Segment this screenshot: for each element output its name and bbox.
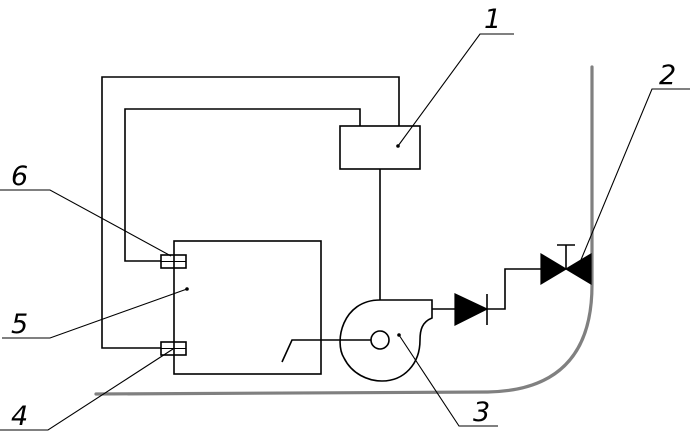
leader-line-2 — [577, 88, 690, 268]
outer-connection-line — [101, 76, 400, 349]
check-valve-triangle — [454, 293, 489, 326]
callout-label-2: 2 — [659, 60, 676, 91]
pipe-to-valve-2 — [487, 268, 541, 310]
intake-pipe — [281, 339, 371, 363]
callout-label-4: 4 — [11, 401, 28, 432]
component-2-valve-left — [540, 252, 568, 286]
leader-line-1 — [397, 33, 514, 147]
callout-label-1: 1 — [484, 4, 501, 35]
component-2-valve-right — [564, 252, 592, 286]
hull-outline — [94, 65, 594, 396]
leader-line-6 — [0, 189, 172, 257]
callout-label-6: 6 — [11, 161, 28, 192]
callout-label-5: 5 — [11, 309, 28, 340]
component-3-fan-hub — [370, 330, 390, 350]
inner-connection-line — [124, 108, 361, 262]
component-5-box — [173, 240, 322, 375]
callout-label-3: 3 — [473, 397, 490, 428]
component-3-fan-housing — [339, 299, 433, 382]
leader-line-4 — [0, 348, 174, 431]
leader-line-3 — [398, 334, 498, 427]
leader-line-5 — [2, 288, 188, 339]
